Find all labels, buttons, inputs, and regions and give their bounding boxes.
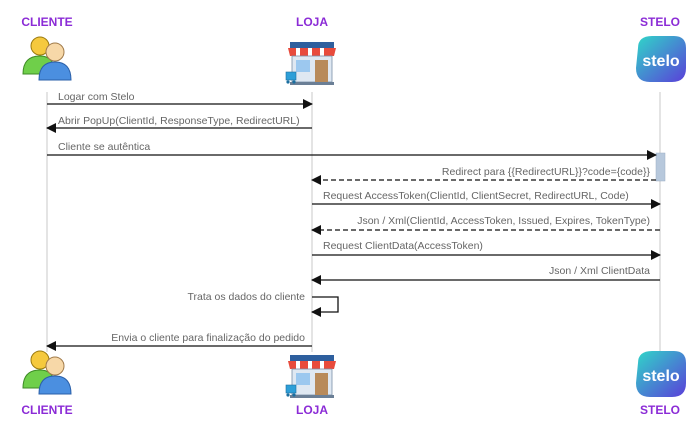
stelo-logo-text: stelo [642, 368, 680, 385]
users-icon [22, 36, 72, 81]
message-label-redirect: Redirect para {{RedirectURL}}?code={code… [442, 166, 651, 178]
store-icon [285, 42, 336, 85]
message-arrow-self-trata [311, 296, 339, 317]
message-label-abrir-popup: Abrir PopUp(ClientId, ResponseType, Redi… [58, 115, 300, 127]
users-icon [22, 350, 72, 395]
actor-label-stelo-bottom: STELO [640, 403, 680, 417]
message-label-self-trata: Trata os dados do cliente [187, 291, 305, 303]
message-label-cliente-autentica: Cliente se autêntica [58, 141, 150, 153]
actor-label-loja-top: LOJA [296, 15, 328, 29]
stelo-logo: stelo [636, 351, 686, 397]
stelo-activation-box [655, 152, 666, 182]
message-label-token-response: Json / Xml(ClientId, AccessToken, Issued… [357, 215, 650, 227]
stelo-logo: stelo [636, 36, 686, 82]
actor-label-loja-bottom: LOJA [296, 403, 328, 417]
message-label-logar: Logar com Stelo [58, 91, 135, 103]
actor-label-stelo-top: STELO [640, 15, 680, 29]
message-label-request-token: Request AccessToken(ClientId, ClientSecr… [323, 190, 629, 202]
store-icon [285, 355, 336, 398]
message-label-clientdata-response: Json / Xml ClientData [549, 265, 650, 277]
message-label-request-clientdata: Request ClientData(AccessToken) [323, 240, 483, 252]
stelo-logo-text: stelo [642, 53, 680, 70]
actor-label-cliente-bottom: CLIENTE [21, 403, 72, 417]
actor-label-cliente-top: CLIENTE [21, 15, 72, 29]
message-label-envia-cliente: Envia o cliente para finalização do pedi… [111, 332, 305, 344]
